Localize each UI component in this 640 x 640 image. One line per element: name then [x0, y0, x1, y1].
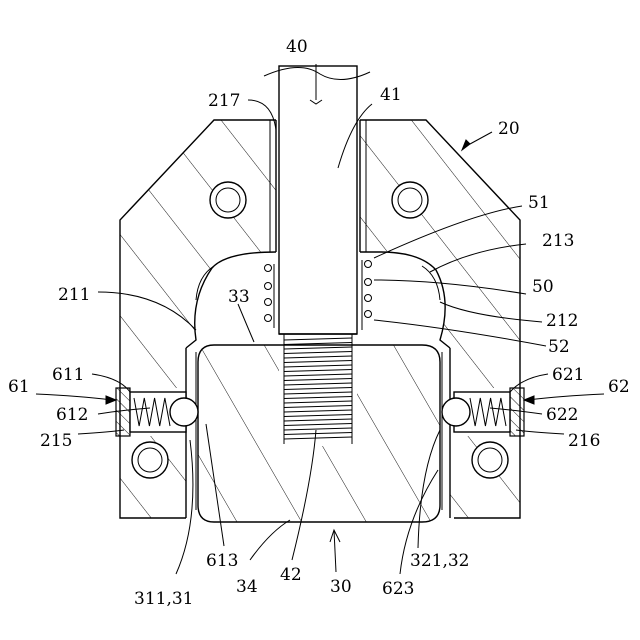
label-33: 33	[228, 287, 250, 307]
label-217: 217	[208, 91, 240, 111]
label-52: 52	[548, 337, 570, 357]
label-30: 30	[330, 577, 352, 597]
label-611: 611	[52, 365, 84, 385]
label-50: 50	[532, 277, 554, 297]
label-51: 51	[528, 193, 550, 213]
label-621: 621	[552, 365, 584, 385]
label-216: 216	[568, 431, 600, 451]
label-62: 62	[608, 377, 630, 397]
label-42: 42	[280, 565, 302, 585]
label-20: 20	[498, 119, 520, 139]
label-321-32: 321,32	[410, 551, 469, 571]
label-40: 40	[286, 37, 308, 57]
label-623: 623	[382, 579, 414, 599]
side-unit-62	[442, 388, 524, 436]
label-212: 212	[546, 311, 578, 331]
label-311-31: 311,31	[134, 589, 193, 609]
label-613: 613	[206, 551, 238, 571]
label-61: 61	[8, 377, 30, 397]
label-612: 612	[56, 405, 88, 425]
label-622: 622	[546, 405, 578, 425]
label-34: 34	[236, 577, 258, 597]
label-213: 213	[542, 231, 574, 251]
side-unit-61	[116, 388, 198, 436]
label-41: 41	[380, 85, 402, 105]
label-211: 211	[58, 285, 90, 305]
sliding-block-30	[196, 334, 442, 522]
label-215: 215	[40, 431, 72, 451]
